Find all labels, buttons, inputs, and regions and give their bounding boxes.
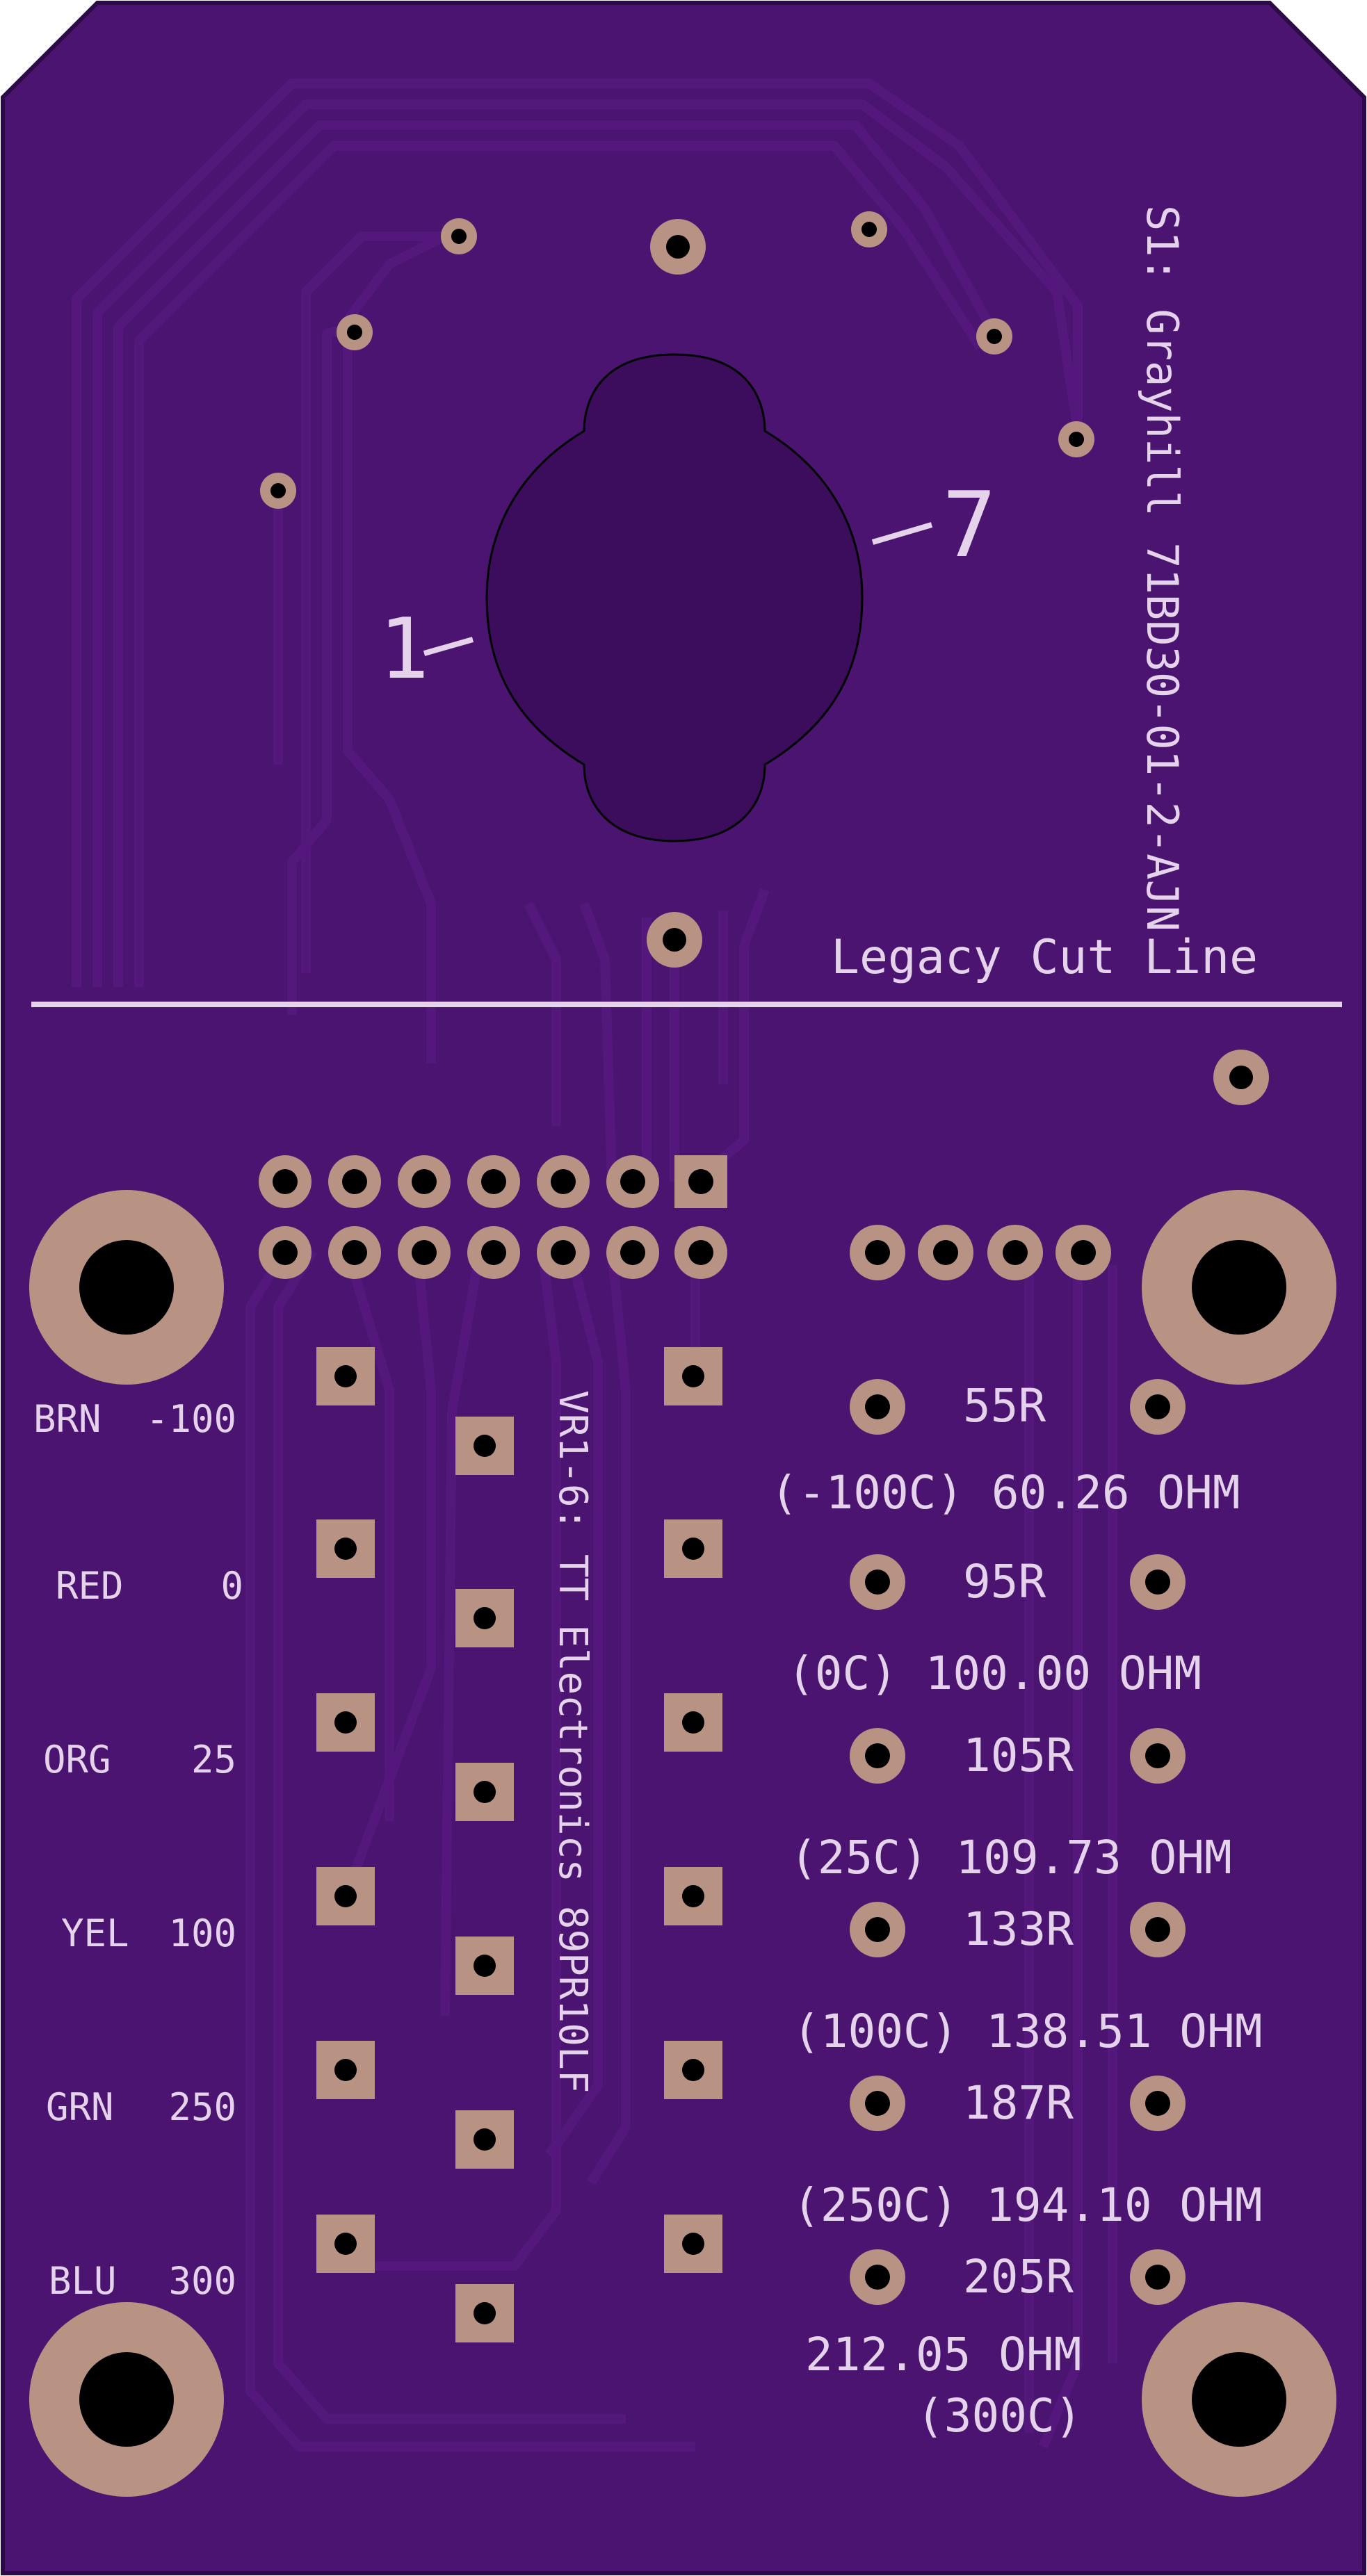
wire-color-label: BRN — [33, 1397, 102, 1441]
switch-cutout — [485, 353, 864, 842]
mounting-holes — [29, 1190, 1336, 2497]
wire-temp-label: 100 — [168, 1911, 236, 1955]
wire-color-label: ORG — [43, 1738, 111, 1782]
header-1x4 — [850, 1225, 1111, 1280]
resistor-value: 133R — [963, 1902, 1074, 1956]
resistor-note: (25C) 109.73 OHM — [790, 1831, 1232, 1884]
resistor-value: 105R — [963, 1729, 1074, 1782]
vr-ref-label: VR1-6: TT Electronics 89PR10LF — [550, 1390, 595, 2093]
resistor-pads — [850, 1379, 1186, 2305]
switch-ref-label: S1: Grayhill 71BD30-01-2-AJN — [1137, 205, 1188, 931]
resistor-value: 55R — [963, 1379, 1046, 1433]
resistor-note-line2: (300C) — [916, 2389, 1082, 2443]
trimmer-pads — [316, 1347, 722, 2342]
wire-color-label: GRN — [46, 2085, 114, 2129]
resistor-note: (0C) 100.00 OHM — [787, 1647, 1202, 1700]
switch-pos-7-label: 7 — [942, 472, 996, 578]
wire-color-label: BLU — [49, 2259, 117, 2303]
resistor-note: (-100C) 60.26 OHM — [770, 1466, 1240, 1519]
wire-temp-label: 300 — [168, 2259, 236, 2303]
cut-line-label: Legacy Cut Line — [831, 930, 1258, 985]
resistor-value: 95R — [963, 1555, 1046, 1608]
wire-temp-label: -100 — [146, 1397, 236, 1441]
wire-color-label: RED — [56, 1564, 124, 1608]
resistor-note-line1: 212.05 OHM — [805, 2328, 1081, 2381]
wire-color-label: YEL — [61, 1911, 129, 1955]
resistor-labels: 55R (-100C) 60.26 OHM 95R (0C) 100.00 OH… — [770, 1379, 1263, 2443]
wire-labels: BRN -100 RED 0 ORG 25 YEL 100 GRN 250 BL… — [33, 1397, 243, 2303]
resistor-value: 187R — [963, 2076, 1074, 2130]
wire-temp-label: 25 — [191, 1738, 236, 1782]
header-2x7 — [259, 1155, 727, 1279]
switch-markers — [423, 522, 933, 656]
switch-traces — [72, 79, 1083, 1186]
resistor-note: (250C) 194.10 OHM — [793, 2178, 1263, 2232]
lower-traces — [245, 1248, 1117, 2452]
wire-temp-label: 250 — [168, 2085, 236, 2129]
resistor-note: (100C) 138.51 OHM — [793, 2005, 1263, 2058]
switch-pads — [260, 211, 1269, 1105]
resistor-value: 205R — [963, 2250, 1074, 2304]
switch-pos-1-label: 1 — [379, 601, 429, 698]
wire-temp-label: 0 — [220, 1564, 243, 1608]
